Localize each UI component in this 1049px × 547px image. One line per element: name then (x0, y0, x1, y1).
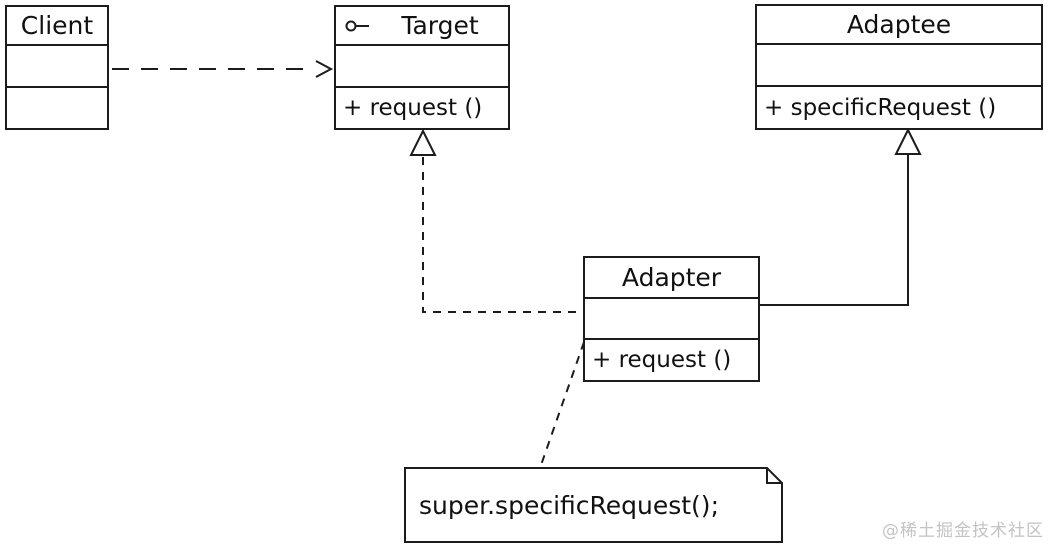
lollipop-interface-icon (345, 20, 369, 31)
class-client-attributes-compartment (7, 46, 107, 88)
class-adaptee-name: Adaptee (846, 10, 952, 39)
watermark: @稀土掘金技术社区 (882, 521, 1044, 541)
note-fold-corner-icon (766, 468, 782, 484)
open-arrowhead-icon (315, 60, 334, 78)
class-target-header: Target (336, 7, 508, 46)
note-shape (404, 467, 783, 543)
class-client-header: Client (7, 7, 107, 46)
class-target-method: + request () (343, 95, 483, 121)
class-client-methods-compartment (7, 88, 107, 128)
hollow-triangle-icon-target (409, 128, 437, 156)
class-target-name: Target (401, 11, 479, 40)
hollow-triangle-icon-adaptee (894, 127, 922, 155)
class-box-client: Client (5, 5, 109, 130)
class-adapter-attributes-compartment (585, 299, 758, 340)
class-adaptee-attributes-compartment (757, 45, 1041, 87)
class-adapter-name: Adapter (621, 263, 722, 292)
generalization-line-adapter-adaptee (760, 155, 909, 306)
class-adaptee-method: + specificRequest () (764, 94, 997, 121)
class-client-name: Client (20, 11, 94, 40)
class-box-target: Target + request () (334, 5, 510, 130)
class-target-attributes-compartment (336, 46, 508, 88)
class-adaptee-header: Adaptee (757, 6, 1041, 45)
class-adapter-header: Adapter (585, 258, 758, 299)
class-box-adapter: Adapter + request () (583, 256, 760, 382)
class-adapter-method: + request () (592, 347, 732, 373)
note-text: super.specificRequest(); (419, 491, 719, 520)
realization-line-adapter-target (422, 157, 581, 313)
note-anchor-line (539, 341, 585, 469)
class-box-adaptee: Adaptee + specificRequest () (755, 4, 1043, 130)
